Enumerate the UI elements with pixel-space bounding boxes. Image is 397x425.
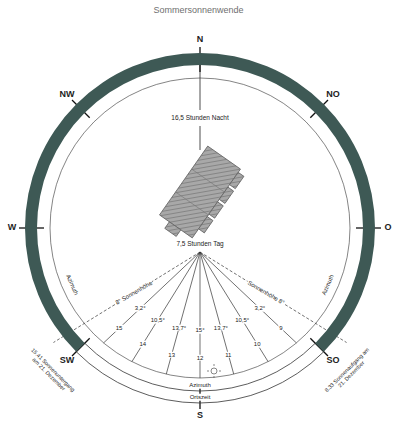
- sunrise-note: 8.33 Sonnenaufgang am 21. Dezember: [322, 345, 376, 399]
- compass-label: O: [384, 223, 391, 233]
- hour-label: 10: [253, 341, 262, 348]
- azimuth-label: Azimuth: [188, 382, 212, 389]
- sun-height-value: 13,7°: [171, 324, 187, 331]
- north-line: [200, 126, 201, 150]
- ring-arc: [76, 352, 323, 403]
- compass-label: W: [8, 223, 17, 233]
- sun-ray: [200, 252, 268, 362]
- sun-height-label: Sonnenhöhe 8°: [246, 279, 287, 306]
- sunset-note: 15.41 Sonnenuntergang am 21. Dezember: [24, 345, 78, 399]
- azimuth-label: Azimuth: [64, 273, 80, 297]
- ring-arc: [85, 343, 316, 391]
- inner-circle: [50, 78, 350, 378]
- hour-label: 12: [196, 355, 205, 362]
- sun-height-value: 3,2°: [253, 305, 266, 312]
- chart-title: Sommersonnenwende: [0, 5, 397, 15]
- day-hours: 7,5 Stunden Tag: [175, 240, 224, 247]
- compass-label: S: [197, 411, 203, 421]
- sun-ray: [132, 252, 200, 362]
- building-plan: [155, 146, 246, 248]
- hour-label: 14: [138, 341, 147, 348]
- sun-height-value: 10,5°: [150, 317, 166, 324]
- time-label: Ortszeit: [189, 394, 212, 401]
- compass-label: N: [197, 35, 204, 45]
- sun-height-value: 10,5°: [234, 317, 250, 324]
- sun-ray: [200, 252, 234, 374]
- compass-label: SW: [60, 356, 75, 366]
- hour-label: 13: [167, 351, 176, 358]
- hour-label: 9: [278, 325, 283, 332]
- azimuth-label: Azimuth: [320, 273, 336, 297]
- night-hours: 16,5 Stunden Nacht: [170, 114, 229, 121]
- compass-label: SO: [326, 356, 339, 366]
- sun-ray: [200, 252, 296, 343]
- sunrise-ray: [53, 252, 200, 343]
- hour-label: 15: [115, 325, 124, 332]
- compass-label: NW: [60, 90, 75, 100]
- sunrise-ray: [200, 252, 347, 343]
- compass-label: NO: [326, 90, 340, 100]
- hour-label: 11: [224, 351, 232, 358]
- compass-ring: [25, 53, 375, 352]
- sun-height-value: 15°: [194, 327, 205, 334]
- sun-height-value: 3,2°: [134, 305, 147, 312]
- sun-symbol: [207, 364, 221, 378]
- sun-height-value: 13,7°: [213, 324, 229, 331]
- sun-height-label: 8° Sonnenhöhe: [114, 279, 155, 306]
